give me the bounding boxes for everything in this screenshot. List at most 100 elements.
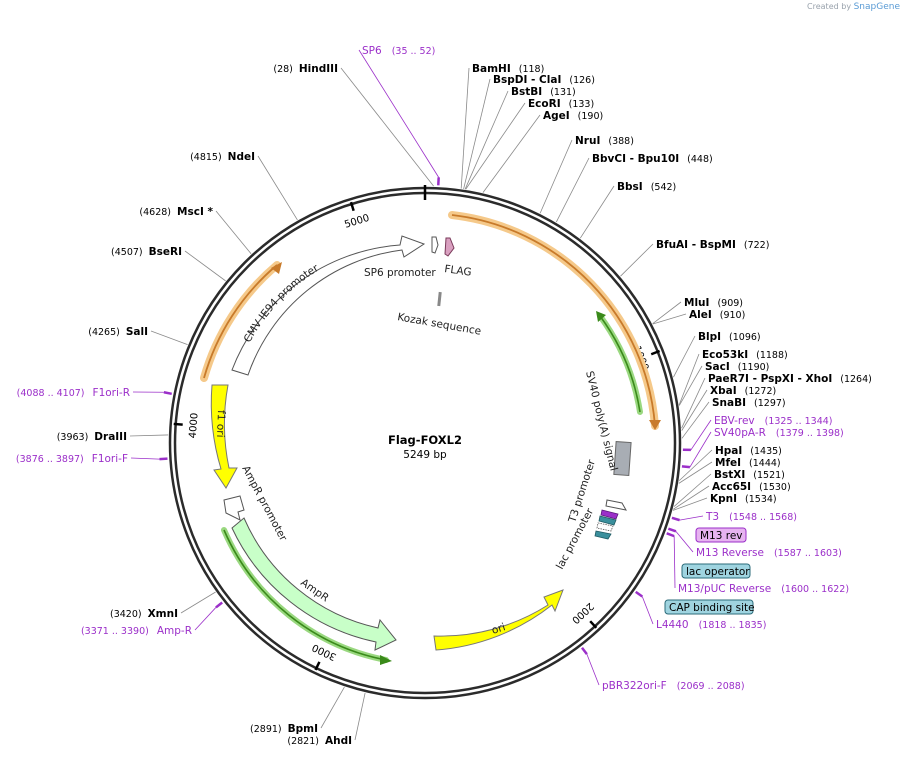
- enzyme-site: (3963)DraIII: [57, 431, 127, 443]
- enzyme-position: (131): [550, 87, 576, 98]
- enzyme-name: DraIII: [94, 431, 127, 443]
- enzyme-position: (910): [720, 310, 746, 321]
- primer-position: (3876 .. 3897): [16, 454, 84, 465]
- primer-position: (1600 .. 1622): [781, 584, 849, 595]
- enzyme-site-label: BstBI(131): [511, 86, 576, 98]
- enzyme-leader-line: [539, 139, 573, 214]
- leader-lines: [129, 67, 713, 741]
- enzyme-site: BfuAI - BspMI (722): [656, 239, 769, 251]
- cmv-promoter-arrow: [231, 235, 426, 376]
- enzyme-site-label: AleI(910): [689, 309, 745, 321]
- label-sp6-promoter: SP6 promoter: [364, 267, 436, 279]
- enzyme-name: BseRI: [149, 246, 182, 258]
- enzyme-leader-line: [340, 67, 434, 187]
- enzyme-name: KpnI: [710, 493, 737, 505]
- enzyme-name: BbsI: [617, 181, 643, 193]
- primer-name: M13 Reverse: [696, 547, 764, 559]
- sv40-polya-feature: [613, 441, 632, 477]
- cap-site-feature: [594, 530, 612, 540]
- enzyme-site-label: PaeR7I - PspXI - XhoI (1264): [708, 373, 872, 385]
- label-cmv-promoter: CMV IE94 promoter: [242, 262, 322, 345]
- enzyme-position: (4507): [111, 247, 143, 258]
- enzyme-site: BbvCI - Bpu10I(448): [592, 153, 713, 165]
- enzyme-site: BamHI(118): [472, 63, 544, 75]
- enzyme-site-label: SacI(1190): [705, 361, 769, 373]
- kozak-feature: [437, 291, 442, 307]
- primer-name: M13/pUC Reverse: [678, 583, 771, 595]
- highlight-arrowhead-right: [649, 420, 661, 430]
- label-sv40-polya: SV40 poly(A) signal: [583, 370, 619, 472]
- primer-name: SV40pA-R: [714, 427, 766, 439]
- enzyme-name: MluI: [684, 297, 709, 309]
- primer-site-label: T3(1548 .. 1568): [705, 511, 797, 523]
- enzyme-site-label: (3963)DraIII: [57, 431, 127, 443]
- enzyme-site: BstXI(1521): [714, 469, 785, 481]
- enzyme-leader-line: [184, 250, 226, 282]
- enzyme-leader-line: [672, 497, 708, 511]
- enzyme-site-label: (4507) BseRI: [111, 246, 182, 258]
- highlight-arc-right-core: [451, 214, 656, 427]
- primer-site-label: pBR322ori-F(2069 .. 2088): [602, 680, 745, 692]
- enzyme-position: (909): [717, 298, 743, 309]
- svg-text:lac operator: lac operator: [686, 566, 750, 578]
- enzyme-site: BstBI(131): [511, 86, 576, 98]
- ampr-promoter-arrow: [223, 495, 245, 521]
- enzyme-site: Acc65I(1530): [712, 481, 791, 493]
- enzyme-name: BbvCI - Bpu10I: [592, 153, 679, 165]
- enzyme-site: (4628)MscI *: [139, 206, 213, 218]
- primer-site: SV40pA-R(1379 .. 1398): [714, 427, 844, 439]
- enzyme-site: Eco53kI(1188): [702, 349, 788, 361]
- enzyme-leader-line: [652, 313, 687, 325]
- enzyme-site: EcoRI(133): [528, 98, 594, 110]
- enzyme-name: BpmI: [288, 723, 318, 735]
- primer-name: L4440: [656, 619, 689, 631]
- primer-position: (4088 .. 4107): [17, 388, 85, 399]
- enzyme-position: (1264): [840, 374, 872, 385]
- sv40-green-arc: [597, 313, 643, 415]
- enzyme-leader-line: [678, 461, 713, 484]
- enzyme-position: (4265): [88, 327, 120, 338]
- primer-binding-mark: [163, 391, 172, 396]
- enzyme-site-label: Eco53kI(1188): [702, 349, 788, 361]
- label-f1-ori: f1 ori: [214, 410, 227, 438]
- svg-text:CAP binding site: CAP binding site: [669, 602, 755, 614]
- enzyme-leader-line: [681, 389, 708, 431]
- primer-binding-mark: [666, 532, 675, 538]
- t3-promoter-arrow: [605, 499, 627, 511]
- highlight-arrowhead-left: [271, 262, 282, 274]
- enzyme-leader-line: [620, 243, 654, 277]
- enzyme-site-label: (2891)BpmI: [250, 723, 318, 735]
- primer-binding-mark: [671, 516, 680, 522]
- primer-binding-mark: [215, 601, 223, 609]
- primer-name: SP6: [362, 45, 382, 57]
- enzyme-name: NdeI: [228, 151, 255, 163]
- enzyme-name: BfuAI - BspMI: [656, 239, 736, 251]
- enzyme-site-label: BamHI(118): [472, 63, 544, 75]
- enzyme-name: BstXI: [714, 469, 745, 481]
- enzyme-leader-line: [320, 686, 345, 729]
- enzyme-position: (722): [744, 240, 770, 251]
- primer-site: M13/pUC Reverse (1600 .. 1622): [678, 583, 849, 595]
- enzyme-site-label: EcoRI(133): [528, 98, 594, 110]
- primer-site-label: EBV-rev(1325 .. 1344): [714, 415, 833, 427]
- enzyme-name: NruI: [575, 135, 600, 147]
- enzyme-site: BspDI - ClaI(126): [493, 74, 595, 86]
- primer-leader-line: [675, 531, 694, 553]
- enzyme-name: SalI: [126, 326, 148, 338]
- enzyme-site: (4265) SalI: [88, 326, 148, 338]
- enzyme-site-label: BbvCI - Bpu10I(448): [592, 153, 713, 165]
- primer-binding-mark: [681, 465, 691, 469]
- flag-feature: [444, 237, 455, 257]
- enzyme-name: PaeR7I - PspXI - XhoI: [708, 373, 832, 385]
- ori-arrow: [433, 589, 564, 651]
- primer-leader-line: [586, 653, 600, 686]
- primer-site: L4440(1818 .. 1835): [656, 619, 766, 631]
- enzyme-leader-line: [482, 114, 541, 193]
- enzyme-leader-line: [673, 485, 710, 510]
- enzyme-site-label: BstXI(1521): [714, 469, 785, 481]
- primer-position: (2069 .. 2088): [677, 681, 745, 692]
- enzyme-site: AleI(910): [689, 309, 745, 321]
- enzyme-site-label: (4628)MscI *: [139, 206, 213, 218]
